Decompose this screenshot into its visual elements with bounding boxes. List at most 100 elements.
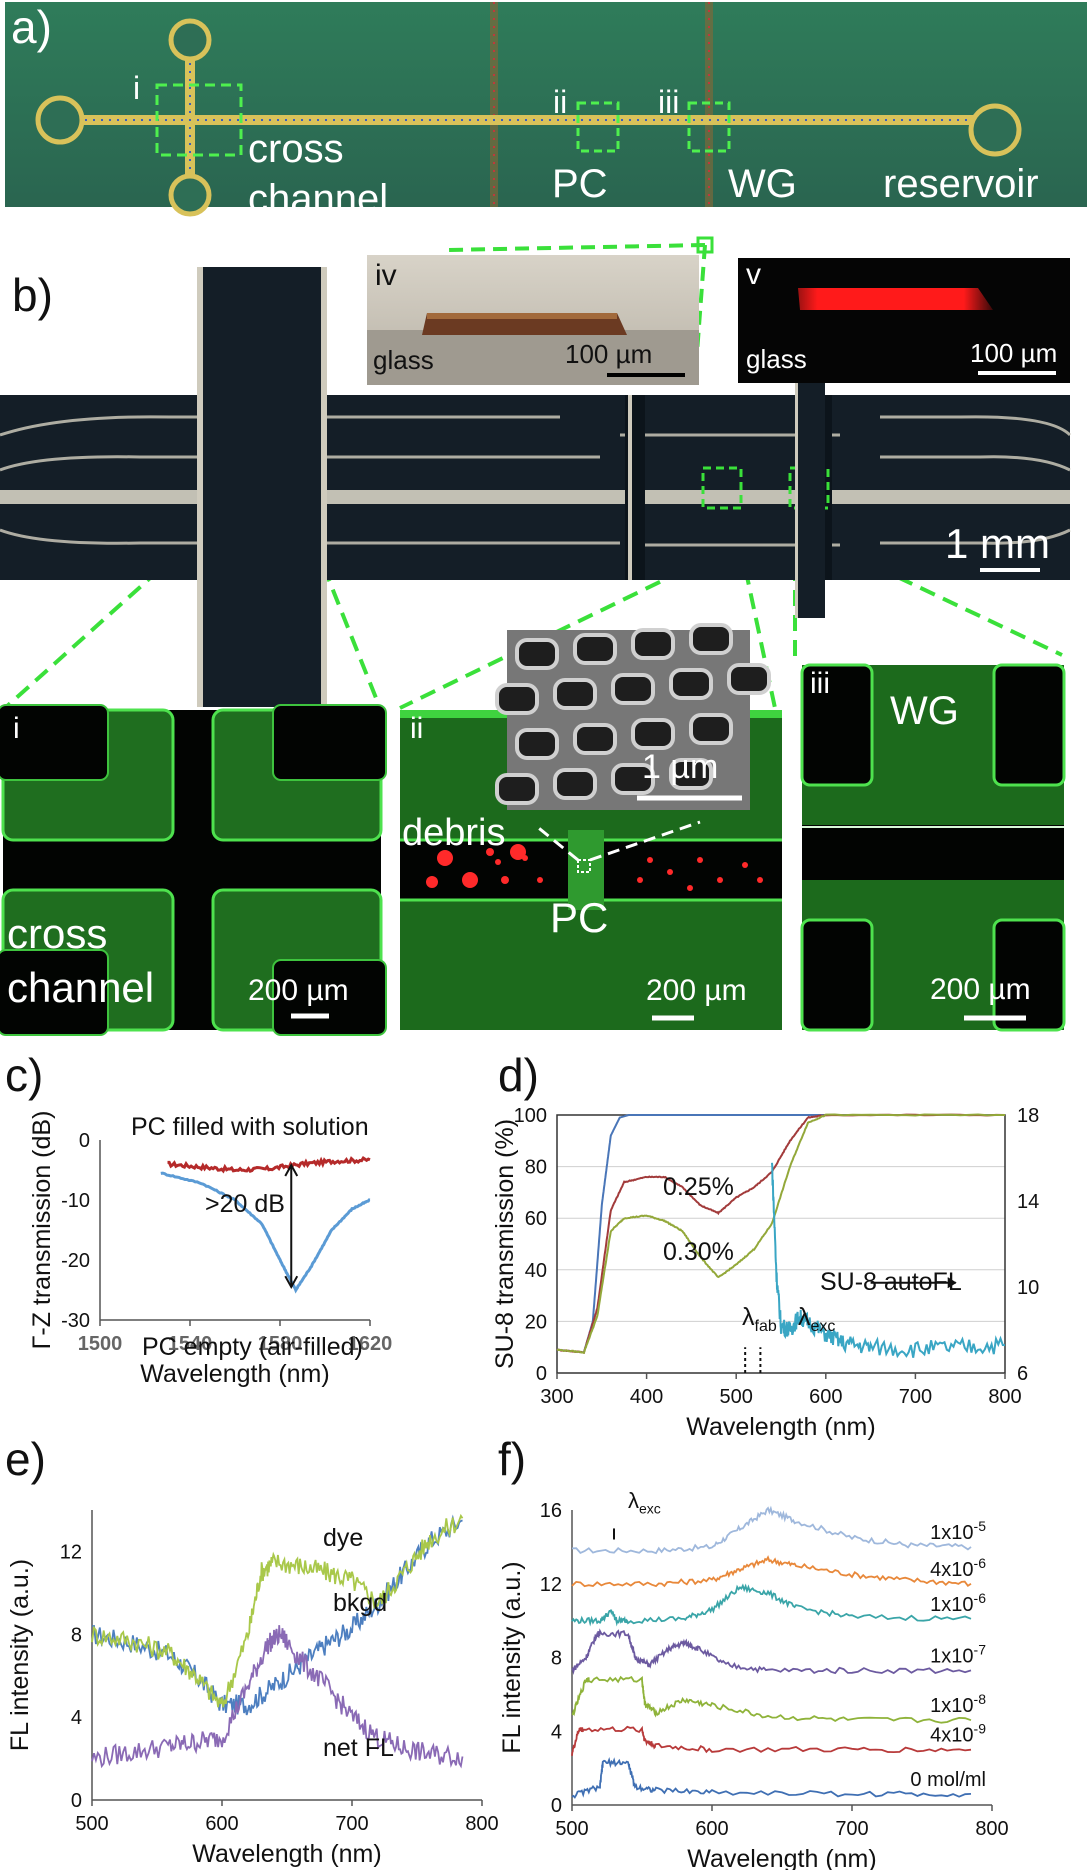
inset-ii-tag: ii bbox=[410, 712, 424, 745]
series-line bbox=[771, 1162, 1006, 1359]
arrow-head-down bbox=[284, 1275, 299, 1290]
autofl-arrowhead bbox=[947, 1277, 957, 1289]
y-tick-label: 0 bbox=[551, 1795, 562, 1817]
x-axis-label: Wavelength (nm) bbox=[192, 1840, 381, 1868]
series-line bbox=[167, 1156, 371, 1174]
inset-i-scale: 200 µm bbox=[248, 974, 349, 1007]
y-tick-label: 4 bbox=[71, 1707, 82, 1729]
panel-d-letter: d) bbox=[498, 1049, 539, 1101]
series-line bbox=[571, 1675, 972, 1724]
y-axis-label: FL intensity (a.u.) bbox=[6, 1559, 34, 1751]
series-line bbox=[91, 1513, 464, 1708]
inset-v: v glass 100 µm bbox=[738, 258, 1070, 383]
x-tick-label: 500 bbox=[720, 1386, 753, 1408]
x-tick-label: 800 bbox=[988, 1386, 1021, 1408]
y-tick-label: 12 bbox=[60, 1541, 82, 1563]
y-tick-label: 100 bbox=[514, 1105, 547, 1127]
panel-e-letter: e) bbox=[5, 1433, 46, 1485]
y-tick-label: 0 bbox=[79, 1130, 90, 1152]
series-label: 1x10-5 bbox=[930, 1518, 986, 1544]
y-tick-label: 8 bbox=[71, 1624, 82, 1646]
series-line bbox=[571, 1628, 972, 1676]
series-line bbox=[556, 1113, 1005, 1355]
inset-ii-scale: 200 µm bbox=[646, 974, 747, 1007]
y-tick-label: 12 bbox=[540, 1574, 562, 1596]
label-wg: WG bbox=[728, 162, 797, 206]
x-tick-label: 600 bbox=[809, 1386, 842, 1408]
x-tick-label: 800 bbox=[465, 1813, 498, 1835]
series-label-exponent: -7 bbox=[974, 1641, 987, 1657]
chart-d-ann-auto: SU-8 autoFL bbox=[820, 1268, 962, 1296]
series-line bbox=[571, 1757, 972, 1799]
inset-ii-debris: debris bbox=[402, 812, 506, 854]
plot-frame bbox=[556, 1114, 1006, 1374]
label-channel: channel bbox=[248, 177, 389, 221]
panel-b-scale: 1 mm bbox=[945, 520, 1050, 567]
chart-c-ann-mid: >20 dB bbox=[205, 1190, 285, 1218]
y-tick-label: 8 bbox=[551, 1648, 562, 1670]
series-label-exponent: -6 bbox=[974, 1590, 987, 1606]
inset-iv-tag: iv bbox=[375, 259, 397, 292]
panel-f-letter: f) bbox=[498, 1433, 527, 1485]
series-label-exponent: -5 bbox=[974, 1518, 987, 1534]
x-tick-label: 1500 bbox=[78, 1333, 123, 1355]
chart-c-ann-bottom: PC empty (air-filled) bbox=[142, 1333, 363, 1361]
x-tick-label: 600 bbox=[205, 1813, 238, 1835]
panel-b-letter: b) bbox=[12, 269, 53, 321]
y2-tick-label: 18 bbox=[1017, 1105, 1039, 1127]
y-tick-label: -20 bbox=[61, 1250, 90, 1272]
chart-f-lam-exc: λexc bbox=[628, 1488, 661, 1517]
inset-i-text-cross: cross bbox=[7, 910, 108, 957]
x-tick-label: 1580 bbox=[258, 1333, 303, 1355]
inset-iv: iv glass 100 µm bbox=[367, 255, 699, 385]
x-tick-label: 700 bbox=[335, 1813, 368, 1835]
series-line bbox=[571, 1505, 972, 1555]
panel-a-letter: a) bbox=[11, 1, 52, 53]
x-tick-label: 1620 bbox=[348, 1333, 393, 1355]
y-tick-label: 20 bbox=[525, 1311, 547, 1333]
y-tick-label: -30 bbox=[61, 1310, 90, 1332]
label-ii: ii bbox=[553, 84, 568, 120]
chart-e-ann-net: net FL bbox=[323, 1734, 394, 1762]
y-tick-label: 4 bbox=[551, 1721, 562, 1743]
x-tick-label: 600 bbox=[695, 1818, 728, 1840]
y-tick-label: 0 bbox=[71, 1790, 82, 1812]
series-line bbox=[160, 1171, 371, 1294]
inset-ii-pc: PC bbox=[550, 894, 609, 941]
y-tick-label: 60 bbox=[525, 1208, 547, 1230]
panel-c-letter: c) bbox=[5, 1049, 44, 1101]
sem-scale: 1 µm bbox=[642, 748, 719, 786]
label-reservoir: reservoir bbox=[883, 162, 1039, 206]
series-line bbox=[571, 1725, 972, 1756]
y-tick-label: 16 bbox=[540, 1500, 562, 1522]
x-tick-label: 300 bbox=[540, 1386, 573, 1408]
inset-iv-scale: 100 µm bbox=[565, 339, 653, 369]
sem-image: 1 µm bbox=[495, 623, 771, 810]
panel-b-cross-vertical bbox=[197, 267, 327, 707]
chart-d-lam-fab: λfab bbox=[742, 1303, 777, 1335]
inset-v-glass: glass bbox=[746, 344, 807, 374]
x-tick-label: 500 bbox=[75, 1813, 108, 1835]
label-i: i bbox=[133, 70, 141, 106]
label-cross: cross bbox=[248, 127, 344, 171]
y2-tick-label: 10 bbox=[1017, 1277, 1039, 1299]
x-axis-label: Wavelength (nm) bbox=[140, 1360, 329, 1388]
inset-v-scale: 100 µm bbox=[970, 338, 1058, 368]
y-axis-label: SU-8 transmission (%) bbox=[491, 1119, 519, 1369]
inset-v-tag: v bbox=[746, 258, 761, 291]
inset-i-text-channel: channel bbox=[7, 964, 155, 1011]
panel-b-wg-vertical bbox=[795, 380, 825, 618]
series-line bbox=[571, 1583, 972, 1627]
series-label-exponent: -8 bbox=[974, 1691, 987, 1707]
x-axis-label: Wavelength (nm) bbox=[686, 1413, 875, 1441]
inset-iv-glass: glass bbox=[373, 345, 434, 375]
y-tick-label: 0 bbox=[536, 1363, 547, 1385]
series-line bbox=[91, 1625, 464, 1769]
inset-iii-tag: iii bbox=[810, 667, 830, 700]
x-tick-label: 800 bbox=[975, 1818, 1008, 1840]
arrow-head-up bbox=[284, 1163, 299, 1177]
inset-i-tag: i bbox=[13, 712, 20, 745]
